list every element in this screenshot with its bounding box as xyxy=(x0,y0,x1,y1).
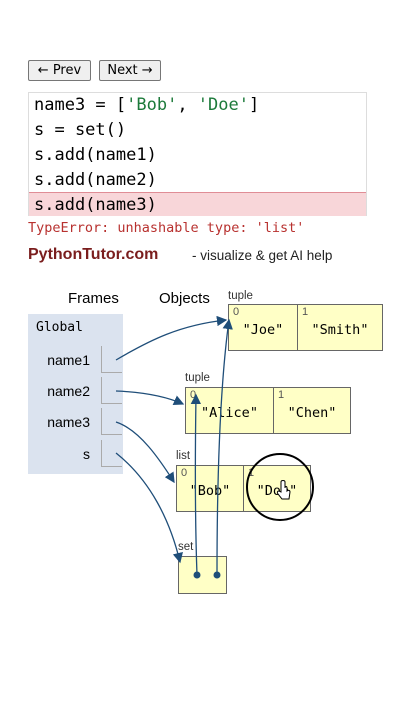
tuple1-item-1: 1"Smith" xyxy=(297,304,383,351)
arrow-s xyxy=(115,452,183,564)
var-name3-value xyxy=(101,408,122,435)
var-name2: name2 xyxy=(47,383,90,399)
var-s: s xyxy=(83,446,90,462)
global-frame xyxy=(28,314,123,474)
var-name1-value xyxy=(101,346,122,373)
arrow-set-elem-1 xyxy=(190,393,202,576)
set-element-dot xyxy=(213,571,221,579)
tagline: - visualize & get AI help xyxy=(192,248,333,263)
hand-cursor-icon xyxy=(276,480,291,500)
arrow-name1 xyxy=(115,315,228,361)
highlight-circle xyxy=(246,453,314,521)
brand-link[interactable]: PythonTutor.com xyxy=(28,246,159,263)
var-name1: name1 xyxy=(47,352,90,368)
arrow-name2 xyxy=(115,390,185,406)
code-line-2[interactable]: s = set() xyxy=(34,120,127,140)
tuple1-item-0: 0"Joe" xyxy=(228,304,298,351)
objects-header: Objects xyxy=(159,290,210,307)
frames-header: Frames xyxy=(68,290,119,307)
error-message: TypeError: unhashable type: 'list' xyxy=(28,220,305,236)
tuple2-item-1: 1"Chen" xyxy=(273,387,351,434)
set-element-dot xyxy=(193,571,201,579)
var-s-value xyxy=(101,440,122,467)
code-line-4[interactable]: s.add(name2) xyxy=(34,170,157,190)
next-button[interactable]: Next → xyxy=(99,60,161,81)
global-frame-title: Global xyxy=(36,320,83,335)
var-name3: name3 xyxy=(47,414,90,430)
set-label: set xyxy=(178,541,194,553)
list-label: list xyxy=(176,450,191,462)
code-line-1[interactable]: name3 = ['Bob', 'Doe'] xyxy=(34,95,260,115)
arrow-name3 xyxy=(115,421,175,484)
code-line-3[interactable]: s.add(name1) xyxy=(34,145,157,165)
arrow-set-elem-2 xyxy=(216,318,233,576)
tuple-label: tuple xyxy=(228,290,253,302)
tuple-label: tuple xyxy=(185,372,210,384)
prev-button[interactable]: ← Prev xyxy=(28,60,91,81)
code-line-5-error[interactable]: s.add(name3) xyxy=(29,192,366,216)
var-name2-value xyxy=(101,377,122,404)
code-panel: name3 = ['Bob', 'Doe'] s = set() s.add(n… xyxy=(28,92,367,216)
